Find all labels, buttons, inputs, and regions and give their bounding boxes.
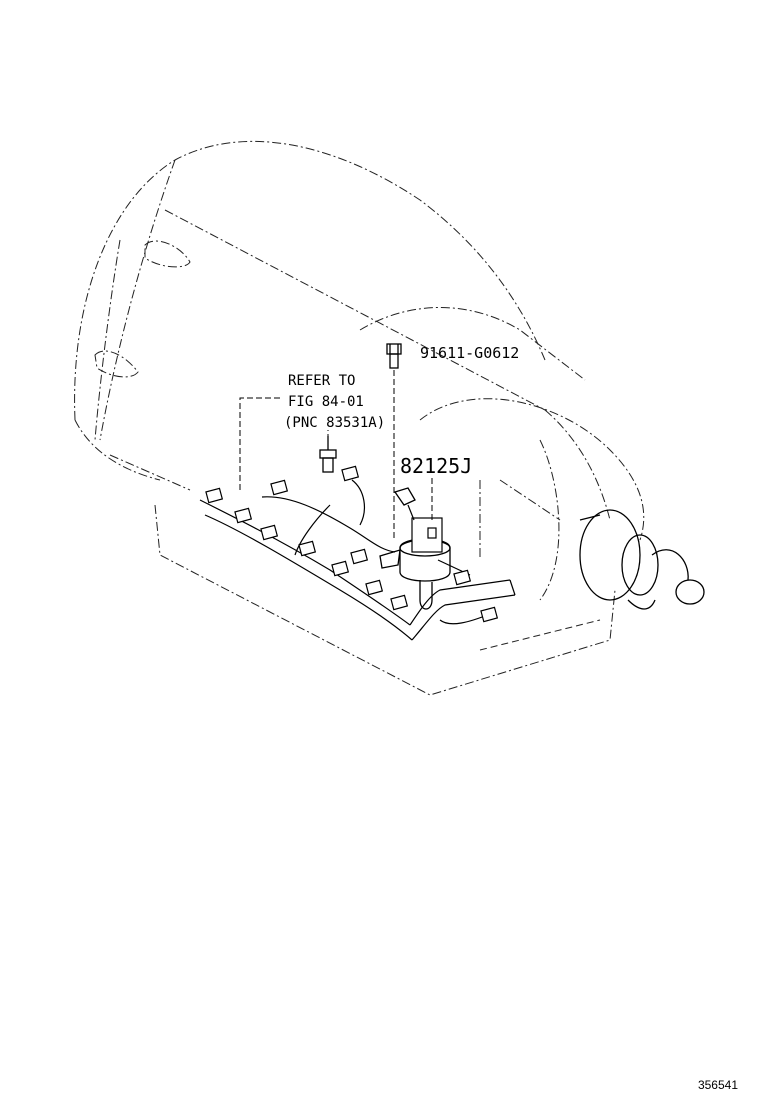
connector	[390, 594, 409, 611]
sensor-refer-part	[319, 430, 337, 473]
transmission-housing-outline	[74, 140, 645, 696]
connector	[341, 465, 360, 482]
image-number: 356541	[697, 1078, 738, 1092]
connector	[453, 569, 472, 586]
refer-note-line2: FIG 84-01	[288, 394, 364, 410]
connector	[350, 548, 369, 565]
wire-harness	[199, 479, 516, 641]
connector	[260, 524, 279, 541]
harness-main-connector	[379, 487, 451, 610]
bolt-part-label: 91611-G0612	[420, 344, 519, 362]
bolt-91611-g0612	[386, 343, 402, 540]
harness-connectors	[205, 465, 499, 623]
connector	[365, 579, 384, 596]
leader-lines	[239, 397, 433, 520]
refer-note-line3: (PNC 83531A)	[284, 415, 385, 431]
output-flange	[579, 509, 705, 610]
connector	[480, 606, 499, 623]
refer-note-line1: REFER TO	[288, 373, 355, 389]
connector	[331, 560, 350, 577]
connector	[205, 487, 224, 504]
connector	[234, 507, 253, 524]
harness-part-label: 82125J	[400, 454, 472, 478]
connector	[270, 479, 289, 496]
connector	[298, 540, 317, 557]
